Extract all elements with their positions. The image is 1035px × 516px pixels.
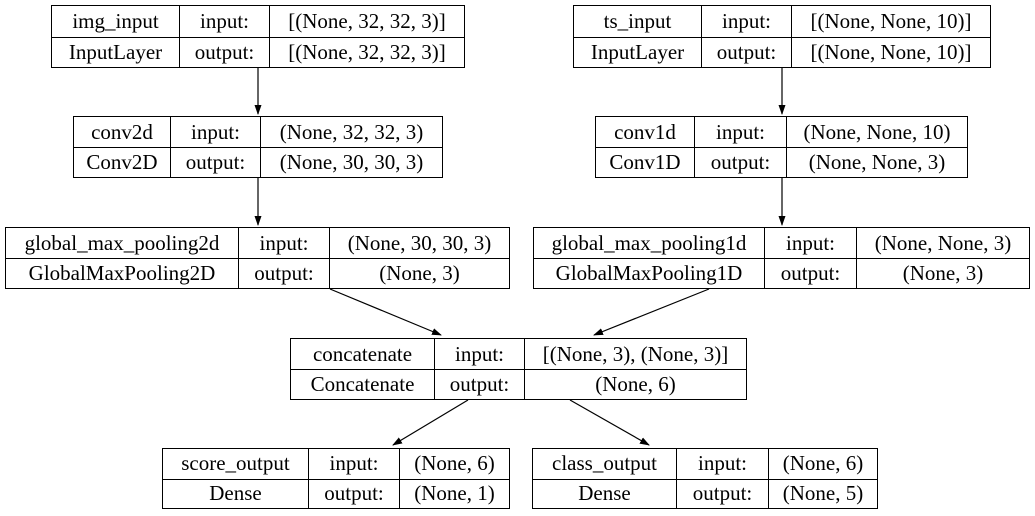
layer-name: global_max_pooling1d: [551, 230, 747, 255]
layer-name: concatenate: [312, 341, 413, 366]
output-shape: (None, 1): [399, 478, 509, 508]
edge-concatenate-score: [392, 399, 469, 446]
input-shape: (None, None, 10): [786, 117, 967, 147]
layer-type: Conv1D: [596, 147, 694, 177]
layer-type: Dense: [163, 478, 308, 509]
layer-name: score_output: [181, 451, 290, 476]
input-shape: (None, 6): [768, 449, 877, 479]
output-label: output:: [764, 258, 856, 288]
edge-gmp1d-concatenate: [593, 288, 710, 336]
edge-gmp2d-concatenate: [329, 288, 442, 336]
input-shape: (None, None, 3): [856, 228, 1029, 258]
input-label: input:: [238, 228, 329, 258]
input-shape: (None, 30, 30, 3): [329, 228, 509, 258]
layer-type: Conv2D: [74, 147, 170, 177]
edge-concatenate-class: [569, 399, 650, 446]
output-shape: [(None, 32, 32, 3)]: [269, 36, 464, 67]
input-label: input:: [179, 6, 269, 37]
node-img-input: img_input input: [(None, 32, 32, 3)] Inp…: [51, 5, 465, 68]
input-label: input:: [701, 6, 791, 37]
input-shape: [(None, None, 10)]: [791, 6, 990, 37]
output-label: output:: [308, 478, 399, 508]
node-conv1d: conv1d input: (None, None, 10) Conv1D ou…: [595, 116, 968, 178]
input-label: input:: [676, 449, 768, 479]
layer-name: img_input: [72, 8, 159, 33]
layer-name: class_output: [552, 451, 657, 476]
input-shape: (None, 32, 32, 3): [260, 117, 442, 147]
layer-type: InputLayer: [52, 36, 179, 68]
layer-type: GlobalMaxPooling1D: [534, 258, 764, 288]
output-shape: (None, 3): [329, 258, 509, 288]
output-label: output:: [434, 369, 524, 399]
layer-name: conv2d: [91, 119, 153, 144]
output-label: output:: [170, 147, 260, 177]
output-shape: (None, 30, 30, 3): [260, 147, 442, 177]
node-class-output: class_output input: (None, 6) Dense outp…: [532, 448, 878, 509]
node-conv2d: conv2d input: (None, 32, 32, 3) Conv2D o…: [73, 116, 443, 178]
input-label: input:: [308, 449, 399, 479]
input-label: input:: [434, 339, 524, 369]
node-score-output: score_output input: (None, 6) Dense outp…: [162, 448, 510, 509]
output-shape: (None, None, 3): [786, 147, 967, 177]
layer-type: GlobalMaxPooling2D: [6, 258, 238, 288]
node-concatenate: concatenate input: [(None, 3), (None, 3)…: [290, 338, 747, 400]
layer-type: InputLayer: [574, 36, 701, 68]
input-shape: [(None, 32, 32, 3)]: [269, 6, 464, 37]
layer-name: conv1d: [614, 119, 676, 144]
layer-name: global_max_pooling2d: [24, 230, 220, 255]
input-shape: (None, 6): [399, 449, 509, 479]
output-label: output:: [676, 478, 768, 508]
node-global-max-pooling2d: global_max_pooling2d input: (None, 30, 3…: [5, 227, 510, 289]
output-label: output:: [694, 147, 786, 177]
output-label: output:: [179, 36, 269, 67]
input-label: input:: [170, 117, 260, 147]
node-global-max-pooling1d: global_max_pooling1d input: (None, None,…: [533, 227, 1030, 289]
input-shape: [(None, 3), (None, 3)]: [524, 339, 746, 369]
input-label: input:: [694, 117, 786, 147]
input-label: input:: [764, 228, 856, 258]
output-shape: (None, 5): [768, 478, 877, 508]
layer-type: Concatenate: [291, 369, 434, 399]
layer-type: Dense: [533, 478, 676, 509]
layer-name: ts_input: [603, 8, 672, 33]
node-ts-input: ts_input input: [(None, None, 10)] Input…: [573, 5, 991, 68]
output-shape: (None, 6): [524, 369, 746, 399]
output-shape: [(None, None, 10)]: [791, 36, 990, 67]
output-label: output:: [238, 258, 329, 288]
output-label: output:: [701, 36, 791, 67]
output-shape: (None, 3): [856, 258, 1029, 288]
